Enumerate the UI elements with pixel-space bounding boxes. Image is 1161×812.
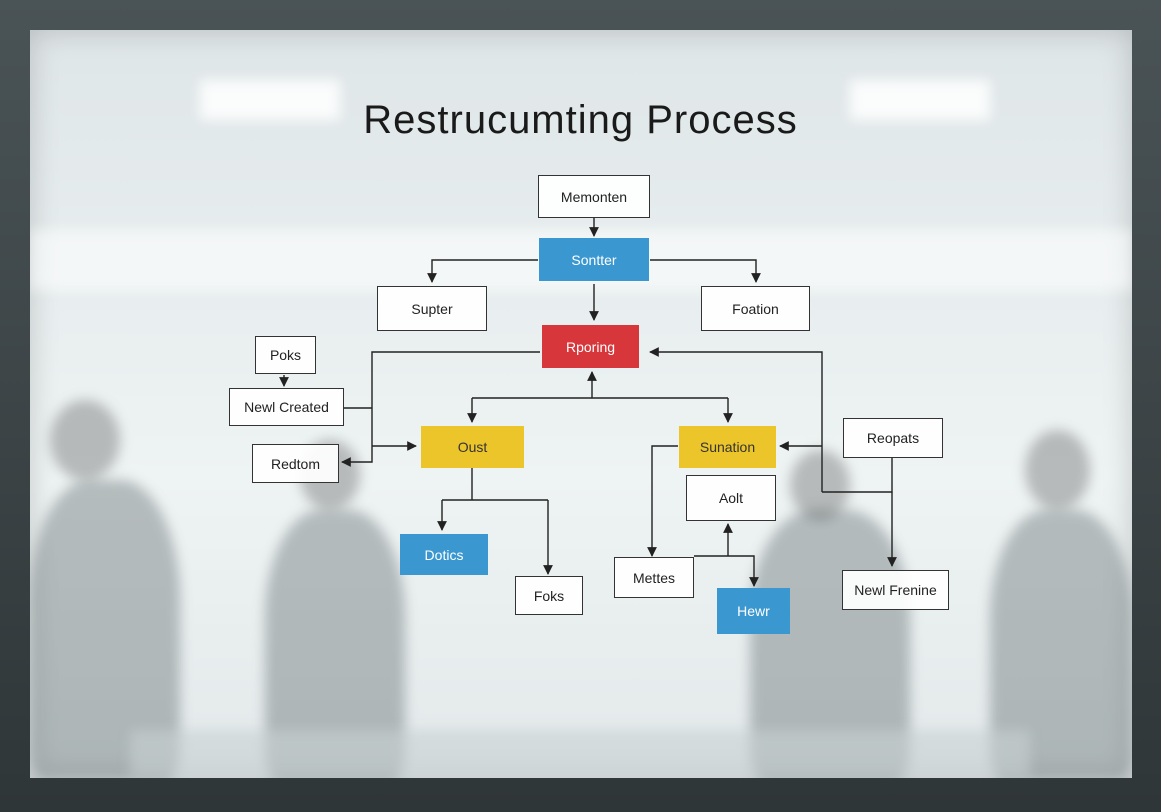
connector <box>694 555 759 587</box>
person-head <box>790 450 850 520</box>
connector <box>341 351 540 467</box>
ceiling-light <box>850 80 990 120</box>
connector <box>647 445 678 557</box>
node-supter: Supter <box>377 286 487 331</box>
person-silhouette <box>30 480 180 778</box>
diagram-title: Restrucumting Process <box>363 98 798 142</box>
node-redtom: Redtom <box>252 444 339 483</box>
node-oust: Oust <box>421 426 524 468</box>
node-newl-frenine: Newl Frenine <box>842 570 949 610</box>
node-hewr: Hewr <box>717 588 790 634</box>
node-mettes: Mettes <box>614 557 694 598</box>
person-head <box>50 400 120 480</box>
connector <box>649 347 823 492</box>
connector <box>822 458 893 493</box>
ceiling-light <box>200 80 340 120</box>
node-sontter: Sontter <box>539 238 649 281</box>
node-foation: Foation <box>701 286 810 331</box>
conference-table <box>130 730 1030 778</box>
node-sunation: Sunation <box>679 426 776 468</box>
node-memonten: Memonten <box>538 175 650 218</box>
node-rporing: Rporing <box>542 325 639 368</box>
node-dotics: Dotics <box>400 534 488 575</box>
node-reopats: Reopats <box>843 418 943 458</box>
node-poks: Poks <box>255 336 316 374</box>
node-foks: Foks <box>515 576 583 615</box>
person-head <box>1025 430 1090 510</box>
node-aolt: Aolt <box>686 475 776 521</box>
connector <box>650 259 761 283</box>
node-newl-created: Newl Created <box>229 388 344 426</box>
connector <box>427 259 538 283</box>
